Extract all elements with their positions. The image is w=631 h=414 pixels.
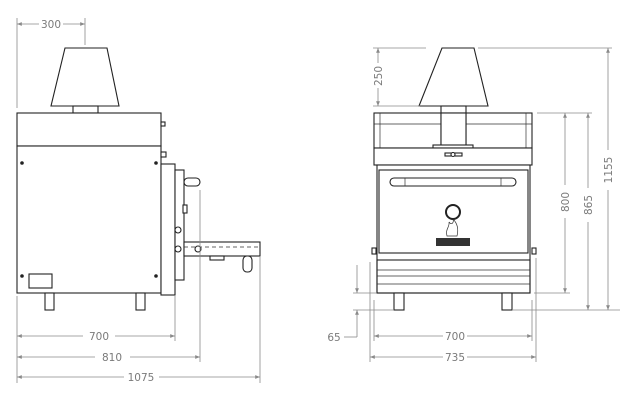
dimension-1155: 1155 xyxy=(603,48,615,310)
dimension-250: 250 xyxy=(373,47,612,107)
brand-logo-plate xyxy=(436,238,470,246)
dim-label-250: 250 xyxy=(373,66,385,86)
leg xyxy=(135,292,146,311)
dimension-300: 300 xyxy=(16,18,86,108)
dimension-700-side: 700 xyxy=(16,296,176,383)
dim-label-700-side: 700 xyxy=(89,331,109,343)
dim-label-865: 865 xyxy=(583,195,595,215)
front-body xyxy=(371,112,537,311)
dim-label-1155: 1155 xyxy=(603,157,615,184)
dimension-865: 865 xyxy=(513,113,620,311)
dim-label-700-front: 700 xyxy=(445,331,465,343)
dimension-1075: 1075 xyxy=(17,256,261,384)
side-body xyxy=(16,112,167,311)
dim-label-65: 65 xyxy=(327,332,340,344)
side-door-assembly xyxy=(160,163,201,296)
front-view: 250 800 865 1155 65 xyxy=(327,47,620,364)
thermometer-dial xyxy=(445,204,461,220)
leg xyxy=(44,292,55,311)
dimension-810: 1075 810 xyxy=(17,190,201,364)
side-hood xyxy=(50,47,120,114)
ash-drawer xyxy=(376,259,531,294)
dimension-700-front: 700 xyxy=(373,300,533,343)
dimension-65: 65 xyxy=(327,265,393,344)
dimension-735: 735 xyxy=(369,258,537,364)
dim-label-800: 800 xyxy=(560,192,572,212)
dim-label-810: 810 xyxy=(102,352,122,364)
vent-plate xyxy=(28,273,53,289)
dim-label-735: 735 xyxy=(445,352,465,364)
door-handle xyxy=(389,177,517,187)
dim-label-1075: 1075 xyxy=(128,372,155,384)
side-view: 300 700 1075 810 1075 xyxy=(16,18,261,384)
dimension-800: 800 xyxy=(534,112,592,294)
leg xyxy=(501,292,513,311)
dim-label-300: 300 xyxy=(41,19,61,31)
leg xyxy=(393,292,405,311)
flame-icon xyxy=(446,218,459,237)
side-tray xyxy=(183,241,261,273)
